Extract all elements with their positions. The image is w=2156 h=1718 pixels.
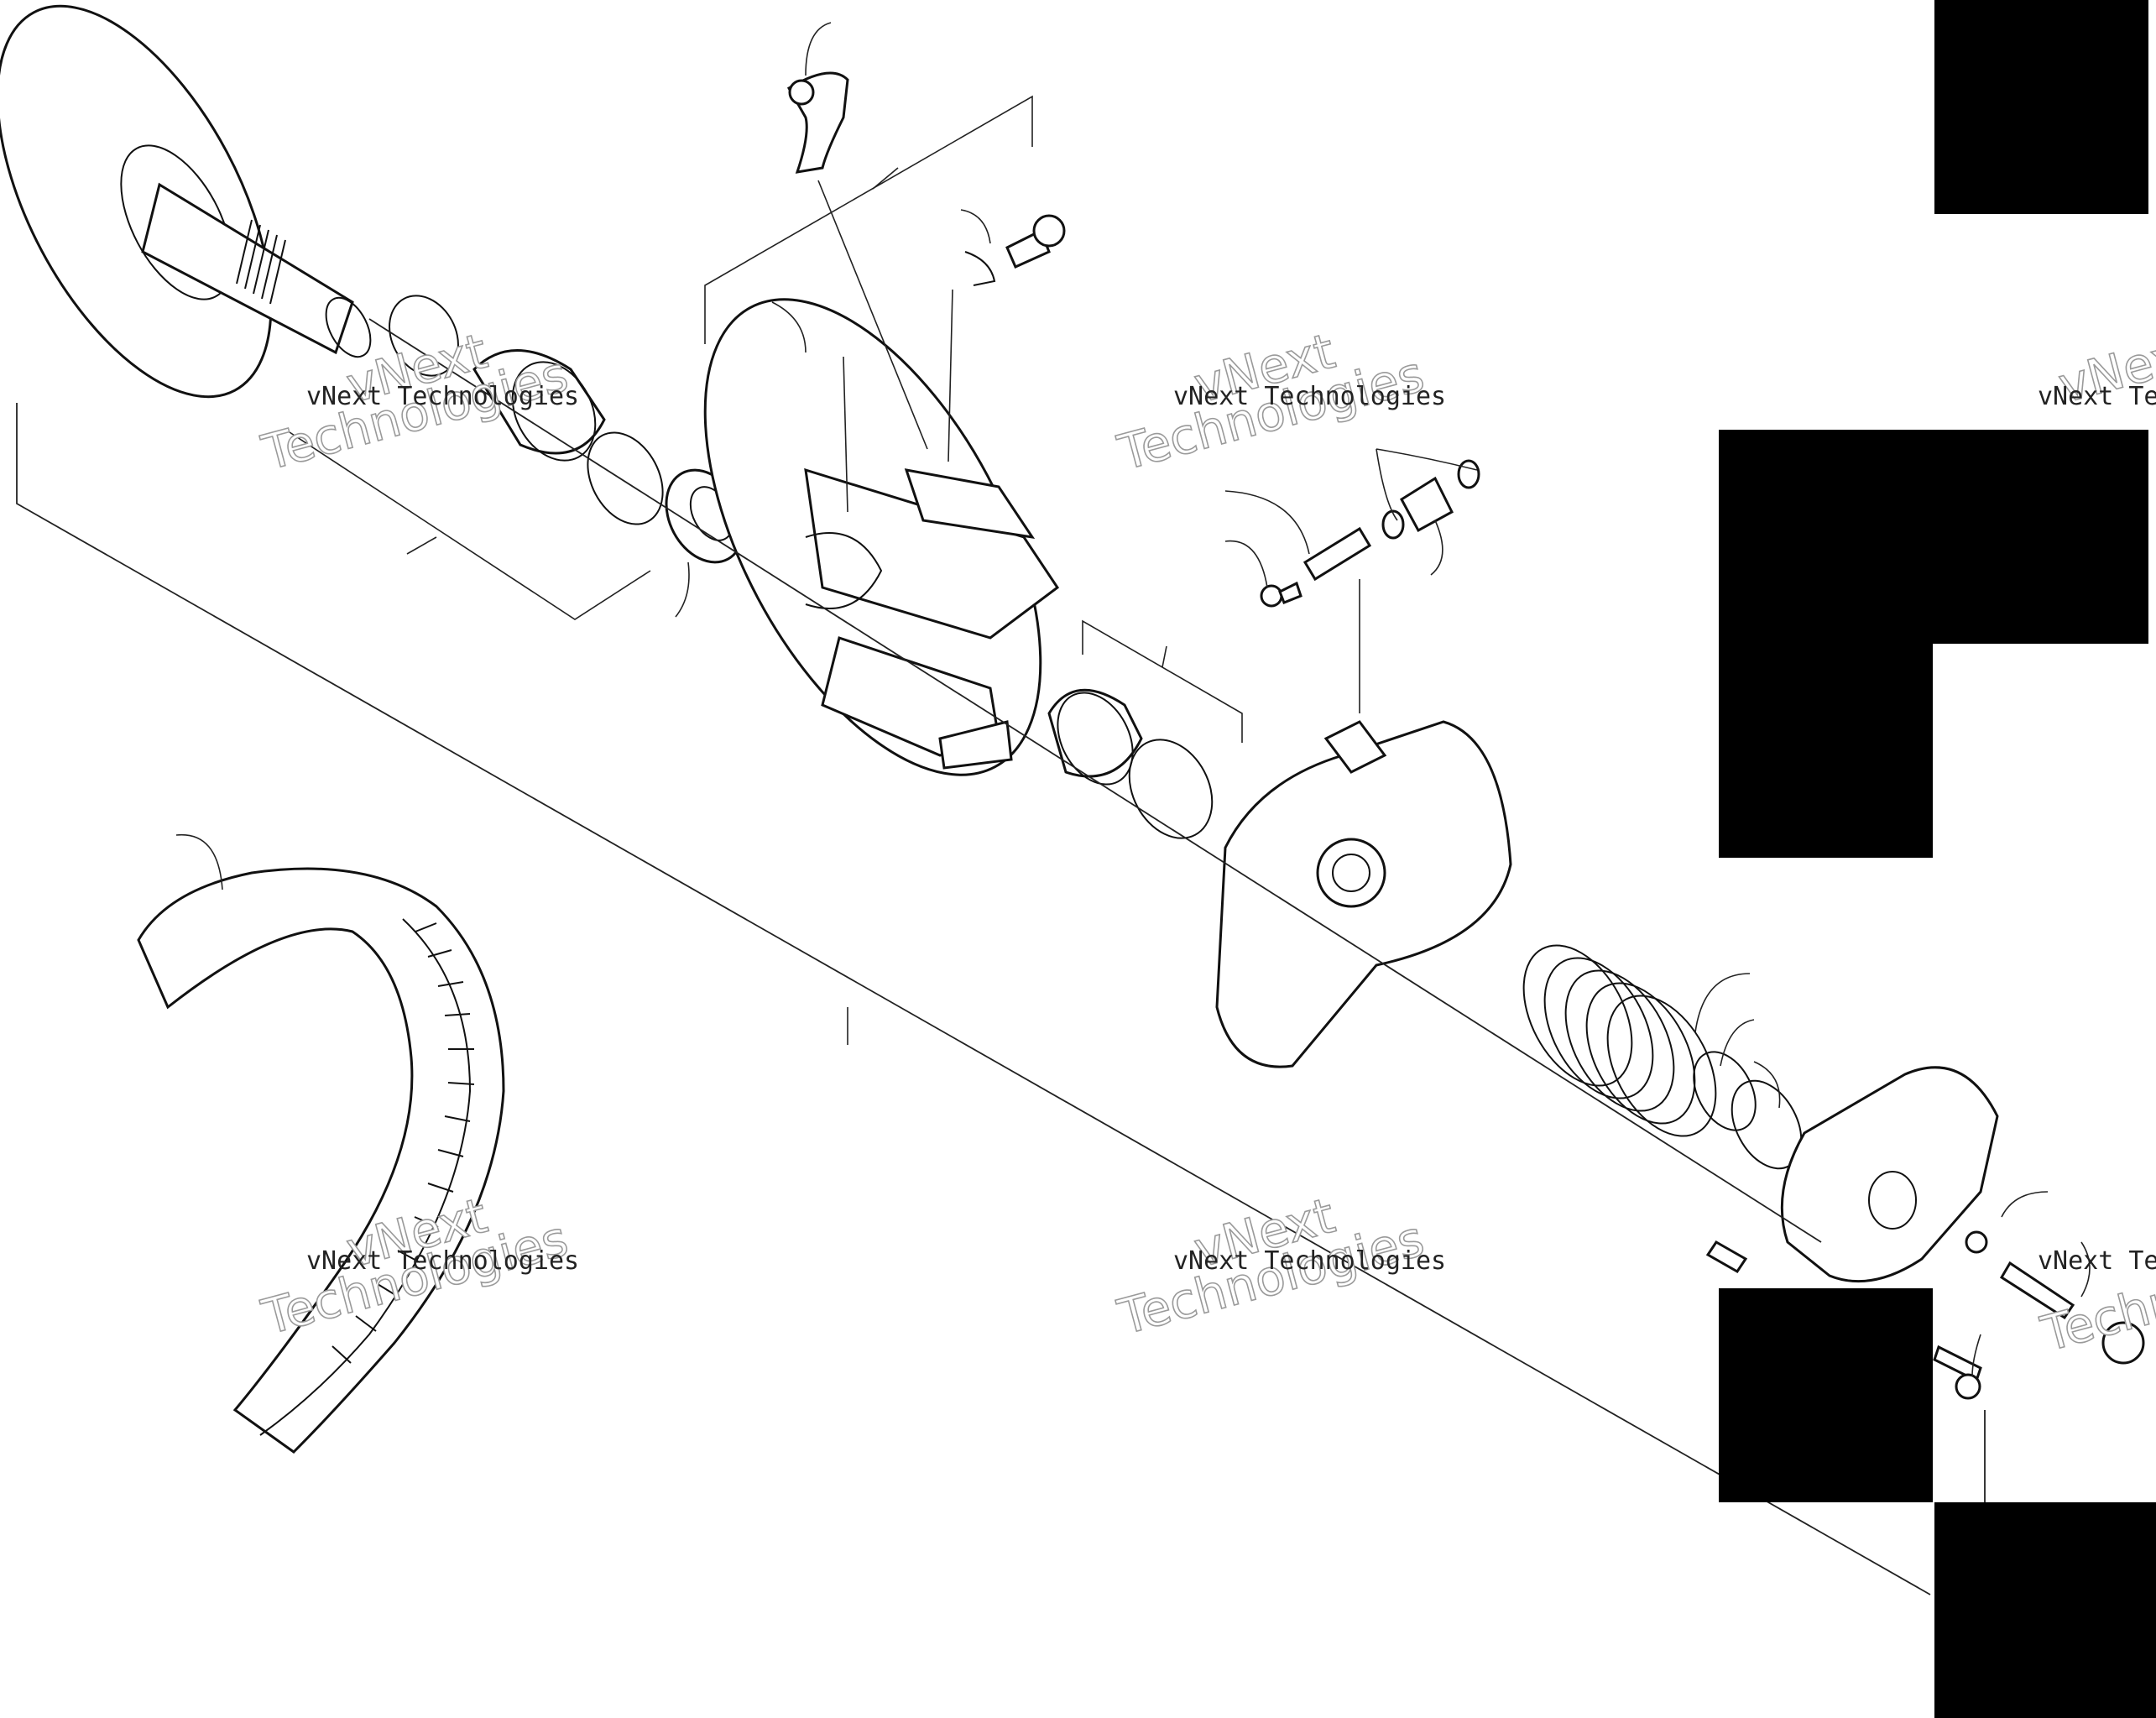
spider-cover bbox=[1215, 720, 1512, 1068]
redaction-block bbox=[1719, 430, 2148, 644]
watermark-small: vNext Technologies bbox=[1173, 382, 1446, 411]
watermark-4: vNext Technologies vNext Technologies bbox=[255, 1186, 579, 1346]
watermark-small: vNext Technologies bbox=[306, 382, 579, 411]
redaction-block bbox=[1719, 1288, 1933, 1502]
end-plate bbox=[1780, 1066, 1999, 1283]
redaction-block bbox=[1719, 644, 1933, 858]
watermark-small: vNext Technologies bbox=[306, 1246, 579, 1276]
watermark-small: vNext Technologies bbox=[2038, 382, 2156, 411]
watermark-small: vNext Technologies bbox=[1173, 1246, 1446, 1276]
spring bbox=[1522, 944, 1717, 1137]
watermark-5: vNext Technologies vNext Technologies bbox=[1111, 1186, 1446, 1346]
fasteners bbox=[1705, 1230, 2145, 1400]
screw-with-clip-right bbox=[964, 214, 1066, 286]
leader-lines bbox=[175, 22, 2091, 1377]
flyweight-arm bbox=[786, 71, 849, 174]
watermark-2: vNext Technologies vNext Technologies bbox=[1111, 321, 1446, 482]
watermark-1: vNext Technologies vNext Technologies bbox=[255, 321, 579, 482]
movable-sheave-assembly bbox=[703, 298, 1060, 776]
assembly-axes bbox=[16, 318, 1986, 1595]
watermark-3: vNext vNext Technologies bbox=[2038, 321, 2156, 415]
watermark-small: vNext Technologies bbox=[2038, 1246, 2156, 1276]
bushing-set bbox=[389, 295, 664, 525]
redaction-blocks bbox=[1719, 0, 2156, 1718]
redaction-block bbox=[1934, 1502, 2156, 1718]
roller-hardware bbox=[1260, 459, 1480, 608]
drive-belt bbox=[137, 867, 505, 1454]
drive-sheave bbox=[0, 4, 372, 399]
bushing-and-snap-ring bbox=[1047, 688, 1214, 839]
redaction-block bbox=[1934, 0, 2148, 214]
